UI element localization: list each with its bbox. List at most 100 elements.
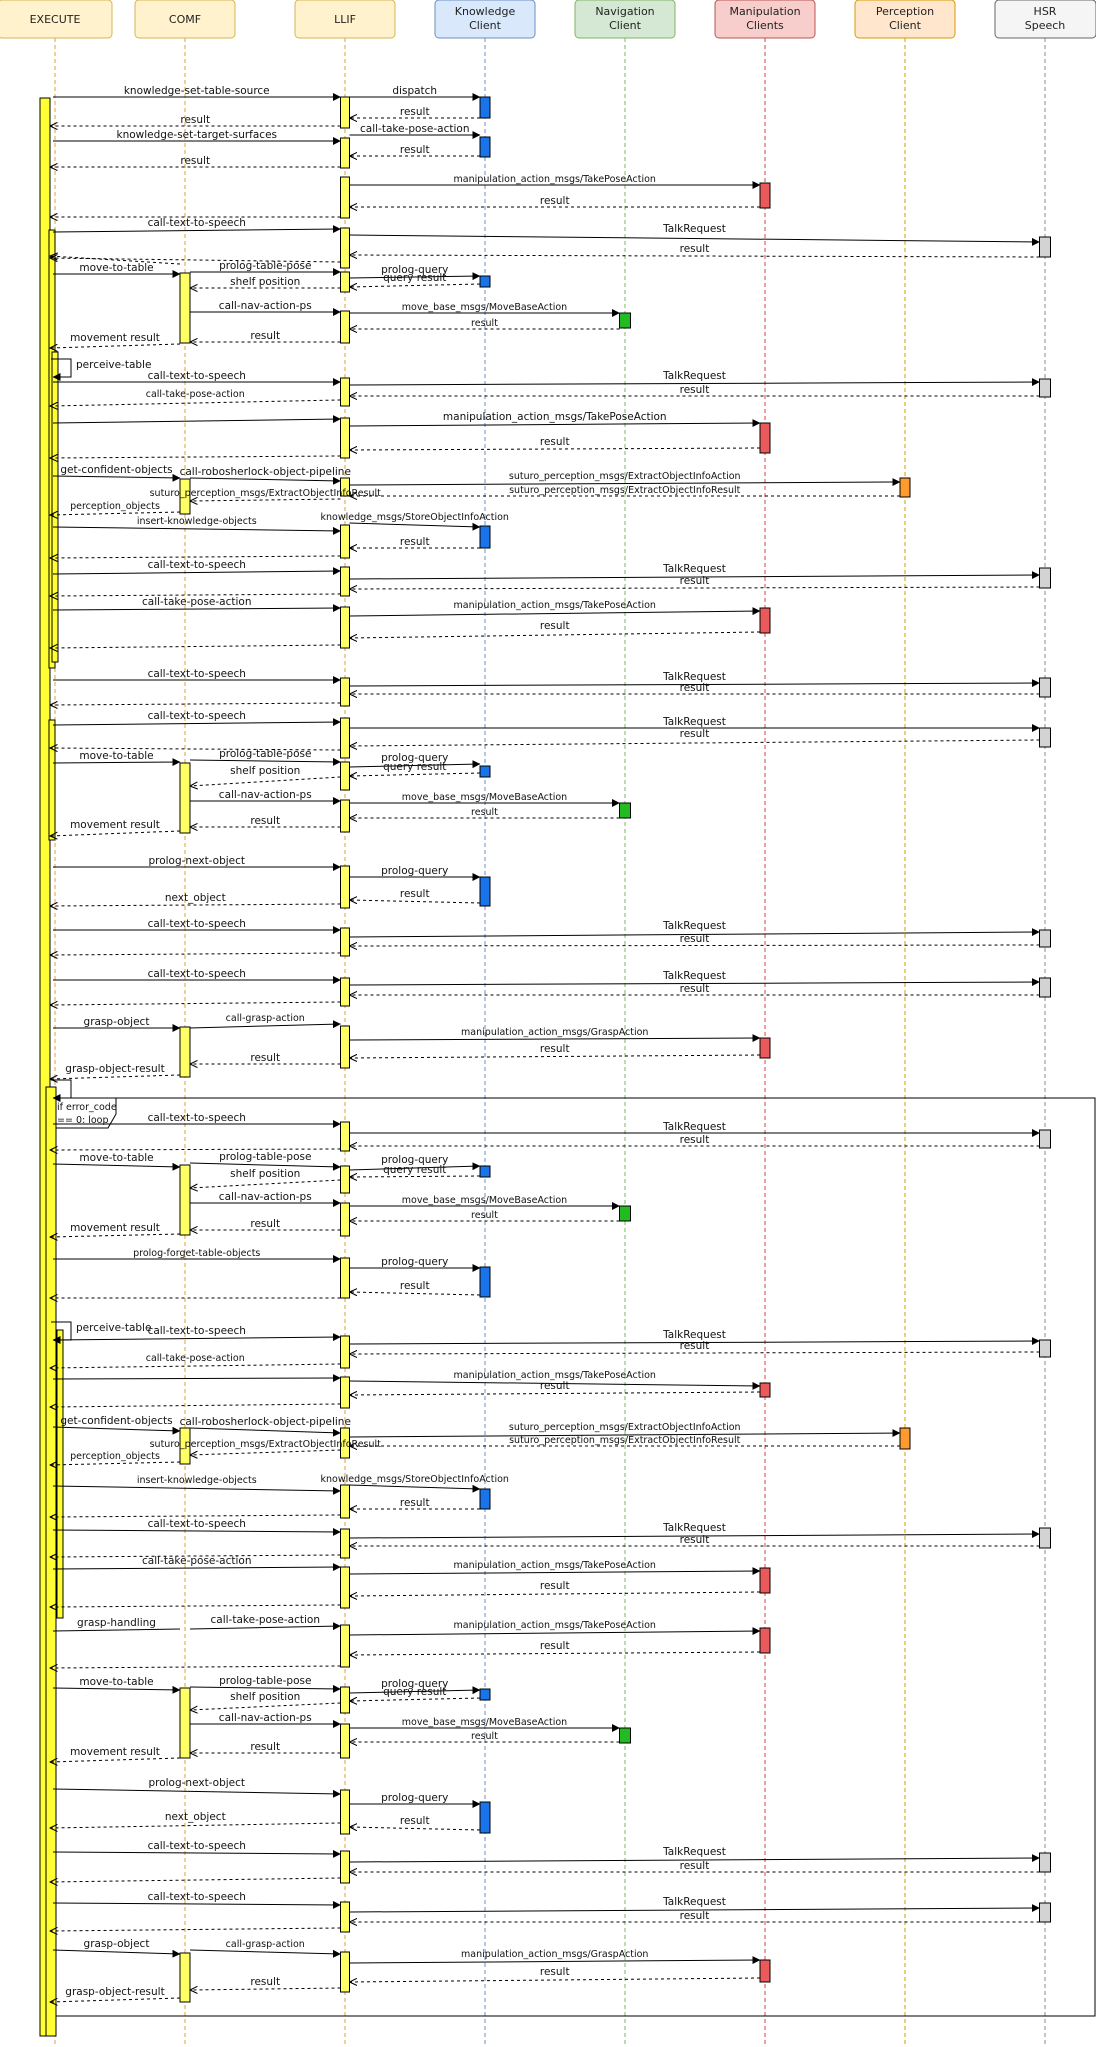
message: result	[190, 1741, 341, 1753]
message-arrow	[349, 571, 1040, 580]
message-arrow	[50, 1462, 181, 1465]
fragment-tab	[52, 1097, 117, 1129]
message: move-to-table	[52, 750, 181, 767]
message-label: call-text-to-speech	[148, 1840, 246, 1852]
message-arrow	[349, 1484, 481, 1493]
activation-manip	[759, 1959, 771, 1983]
message: result	[350, 1910, 1040, 1922]
message: result	[350, 983, 1040, 995]
participant-box	[574, 0, 676, 39]
message: TalkRequest	[349, 920, 1040, 938]
message-arrow	[52, 225, 341, 234]
activation-llif	[340, 1528, 350, 1559]
message: shelf position	[190, 1691, 341, 1710]
message-label: result	[400, 1280, 430, 1292]
message-label: move-to-table	[79, 1676, 153, 1688]
message: result	[350, 1134, 1040, 1146]
message: result	[350, 384, 1040, 396]
message: query result	[350, 1164, 481, 1177]
activation-llif	[340, 417, 350, 459]
message: result	[350, 1580, 761, 1596]
message-label: result	[180, 155, 210, 167]
message-label: call-nav-action-ps	[219, 300, 312, 312]
activation-exec	[45, 1086, 57, 2037]
message-label: move_base_msgs/MoveBaseAction	[402, 792, 567, 803]
participant-exec: EXECUTE	[0, 0, 113, 39]
activation-hsr	[1039, 1902, 1051, 1923]
message-arrow	[52, 415, 341, 424]
message-label: result	[680, 575, 710, 587]
self-call-arrow	[51, 1321, 72, 1344]
message-label: result	[250, 1218, 280, 1230]
message-label: result	[680, 1910, 710, 1922]
message-label: result	[680, 1534, 710, 1546]
message: result	[350, 1860, 1040, 1872]
message: manipulation_action_msgs/TakePoseAction	[349, 411, 761, 428]
message: call-text-to-speech	[53, 968, 341, 984]
message-arrow	[349, 1904, 1040, 1913]
message-label: call-take-pose-action	[146, 389, 245, 400]
activation-know	[479, 275, 491, 288]
message-label: next_object	[165, 1811, 226, 1823]
message	[50, 953, 341, 955]
message-arrow	[52, 1788, 341, 1798]
message-label: movement result	[70, 1222, 160, 1234]
message-arrow	[50, 512, 181, 515]
message-arrow	[349, 1567, 761, 1576]
message-arrow	[189, 1162, 341, 1171]
message-label: call-text-to-speech	[148, 918, 246, 930]
message-arrow	[50, 1757, 181, 1762]
message: result	[190, 1976, 341, 1990]
message-label: manipulation_action_msgs/GraspAction	[461, 1949, 648, 1960]
message-arrow	[349, 928, 1040, 938]
activation-llif	[340, 717, 350, 759]
message	[50, 1002, 341, 1005]
message: movement result	[50, 1222, 181, 1237]
message-label: suturo_perception_msgs/ExtractObjectInfo…	[509, 1435, 741, 1446]
message: prolog-query	[349, 1792, 481, 1808]
message-label: TalkRequest	[662, 563, 726, 575]
activation-know	[479, 1165, 491, 1178]
message: knowledge-set-table-source	[53, 85, 341, 101]
message: prolog-query	[349, 264, 481, 281]
message-label: result	[400, 1497, 430, 1509]
message-label: result	[540, 1580, 570, 1592]
message-arrow	[349, 1337, 1040, 1346]
message: result	[350, 243, 1040, 257]
message: move_base_msgs/MoveBaseAction	[349, 1717, 620, 1732]
activation-manip	[759, 1567, 771, 1594]
activation-llif	[340, 1723, 350, 1759]
activation-manip	[759, 1627, 771, 1654]
message-label: next_object	[165, 892, 226, 904]
message-label: shelf position	[230, 765, 300, 777]
message: TalkRequest	[349, 671, 1040, 688]
message-arrow	[350, 1827, 481, 1830]
activation-llif	[340, 1951, 350, 1993]
message-arrow	[350, 1352, 1040, 1354]
message-label: call-text-to-speech	[148, 1891, 246, 1903]
activation-llif	[340, 1566, 350, 1609]
message-label: prolog-query	[381, 865, 448, 877]
message: shelf position	[190, 765, 341, 786]
message-label: result	[540, 1640, 570, 1652]
message-label: result	[400, 888, 430, 900]
message-label: suturo_perception_msgs/ExtractObjectInfo…	[150, 1439, 382, 1450]
message: move_base_msgs/MoveBaseAction	[349, 302, 620, 317]
participant-label: Client	[469, 19, 502, 32]
activation-hsr	[1039, 929, 1051, 948]
message-arrow	[50, 1404, 341, 1407]
participant-label: HSR	[1034, 5, 1057, 18]
message-arrow	[349, 1854, 1040, 1863]
activation-llif	[340, 606, 350, 649]
message-label: prolog-table-pose	[219, 748, 311, 760]
message-arrow	[50, 904, 341, 906]
message-arrow	[349, 1627, 761, 1636]
message-arrow	[50, 703, 341, 705]
message-arrow	[52, 473, 181, 482]
activation-hsr	[1039, 567, 1051, 589]
message-label: grasp-object-result	[65, 1063, 164, 1075]
message-label: result	[540, 1380, 570, 1392]
activation-llif	[340, 977, 350, 1007]
message-label: call-text-to-speech	[148, 1325, 246, 1337]
